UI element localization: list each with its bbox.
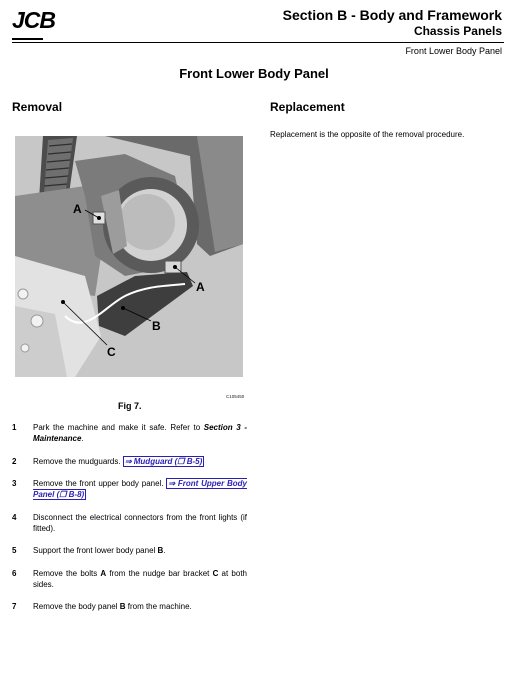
step-1: 1 Park the machine and make it safe. Ref…: [12, 422, 247, 444]
step-1-after: .: [81, 434, 84, 443]
step-text: Remove the bolts A from the nudge bar br…: [33, 568, 247, 590]
step-6-post: at both sides.: [33, 569, 248, 589]
panel-b-ref: B: [157, 546, 164, 555]
step-number: 7: [12, 602, 17, 611]
step-number: 1: [12, 423, 17, 432]
page-title: Front Lower Body Panel: [179, 66, 329, 81]
step-7: 7 Remove the body panel B from the machi…: [12, 601, 247, 612]
step-6-pre: Remove the bolts: [33, 569, 101, 578]
header-page-subtitle: Front Lower Body Panel: [405, 46, 502, 56]
section-title: Section B - Body and Framework: [282, 7, 502, 23]
step-6-mid: from the nudge bar bracket: [106, 569, 213, 578]
step-3: 3 Remove the front upper body panel. ⇒ F…: [12, 478, 248, 500]
header-divider: [12, 42, 504, 43]
figure-code: C105450: [226, 394, 245, 399]
section-subtitle: Chassis Panels: [413, 24, 502, 38]
figure-caption: Fig 7.: [118, 401, 142, 411]
removal-heading: Removal: [12, 100, 63, 114]
step-text: Park the machine and make it safe. Refer…: [33, 422, 247, 444]
jcb-logo: JCB: [12, 7, 56, 33]
step-4: 4 Disconnect the electrical connectors f…: [12, 512, 247, 534]
step-2-text: Remove the mudguards.: [33, 457, 123, 466]
section-reference: Section 3 - Maintenance: [33, 423, 247, 443]
mudguard-link[interactable]: ⇒ Mudguard (❐ B-5): [122, 456, 205, 467]
step-7-after: from the machine.: [125, 602, 192, 611]
logo-underline: [12, 38, 43, 40]
step-5-text: Support the front lower body panel: [33, 546, 158, 555]
step-text: Remove the body panel B from the machine…: [33, 601, 247, 612]
step-text: Remove the mudguards. ⇒ Mudguard (❐ B-5): [33, 456, 247, 467]
step-text: Support the front lower body panel B.: [33, 545, 247, 556]
replacement-heading: Replacement: [270, 100, 345, 114]
step-number: 4: [12, 513, 17, 522]
step-1-text: Park the machine and make it safe. Refer…: [33, 423, 204, 432]
step-5: 5 Support the front lower body panel B.: [12, 545, 247, 556]
step-3-text: Remove the front upper body panel.: [33, 479, 167, 488]
figure-label-c: C: [107, 345, 116, 359]
step-number: 3: [12, 479, 17, 488]
step-number: 6: [12, 569, 17, 578]
figure-label-a: A: [196, 280, 205, 294]
replacement-text: Replacement is the opposite of the remov…: [270, 130, 465, 139]
step-number: 2: [12, 457, 17, 466]
figure-label-a: A: [73, 202, 82, 216]
bracket-c-ref: C: [212, 569, 219, 578]
step-number: 5: [12, 546, 17, 555]
panel-b-ref: B: [119, 602, 126, 611]
step-7-text: Remove the body panel: [33, 602, 120, 611]
step-text: Remove the front upper body panel. ⇒ Fro…: [33, 478, 248, 500]
front-lower-body-panel-photo: A A B C: [15, 136, 243, 377]
figure-label-b: B: [152, 319, 161, 333]
step-2: 2 Remove the mudguards. ⇒ Mudguard (❐ B-…: [12, 456, 247, 467]
step-5-after: .: [163, 546, 166, 555]
step-text: Disconnect the electrical connectors fro…: [33, 513, 247, 533]
front-upper-body-panel-link[interactable]: ⇒ Front Upper Body Panel (❐ B-8): [33, 478, 248, 500]
bolts-a-ref: A: [100, 569, 107, 578]
step-6: 6 Remove the bolts A from the nudge bar …: [12, 568, 247, 590]
